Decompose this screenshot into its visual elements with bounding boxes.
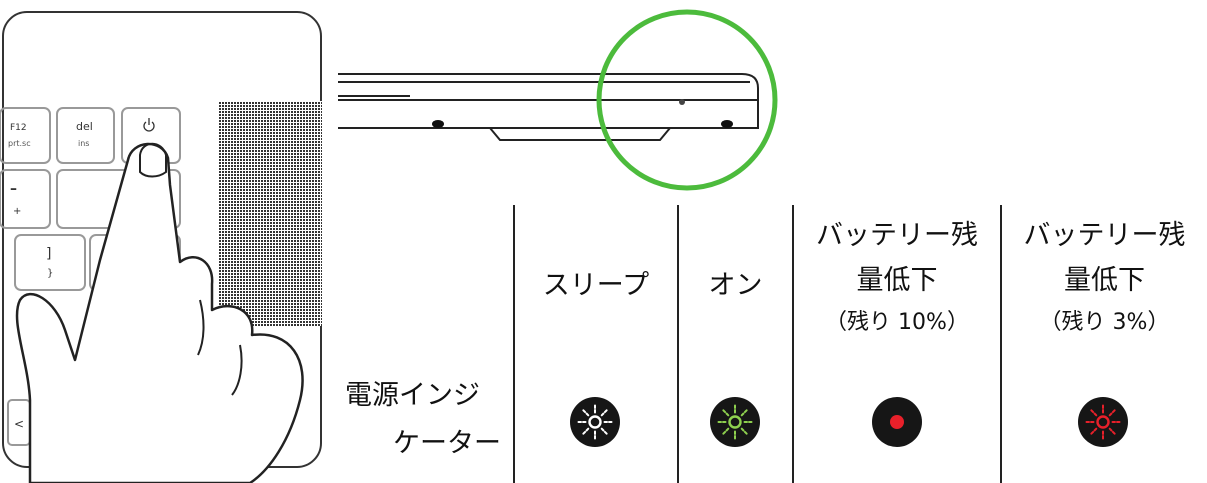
key-plus-label: +	[13, 206, 21, 217]
solid-dot-icon	[890, 415, 904, 429]
key-del-sub: ins	[78, 139, 89, 148]
key-del-label: del	[76, 120, 93, 133]
speaker-grille	[218, 101, 322, 326]
power-icon	[143, 118, 155, 132]
row-label-power-indicator: 電源インジ ケーター	[345, 372, 505, 468]
column-header-on-text: オン	[708, 270, 763, 301]
row-label-line1: 電源インジ	[345, 380, 480, 411]
key-minus	[0, 169, 51, 229]
column-header-low-3-line2: 量低下	[1064, 265, 1145, 296]
hand-pressing-power-key-illustration: F12 prt.sc del ins – + ] } <	[0, 11, 322, 483]
column-header-low-10-line3: （残り 10%）	[825, 310, 969, 335]
column-header-on: オン	[679, 263, 792, 308]
column-header-low-10-line1: バッテリー残	[816, 220, 978, 251]
indicator-low-10	[872, 397, 922, 447]
column-header-low-3: バッテリー残 量低下 （残り 3%）	[1002, 213, 1207, 343]
key-bracket-label: ]	[46, 246, 51, 262]
table-divider-2	[677, 205, 679, 483]
highlight-ring	[596, 9, 778, 191]
table-divider-3	[792, 205, 794, 483]
column-header-low-10: バッテリー残 量低下 （残り 10%）	[794, 213, 1000, 343]
key-bracket	[14, 234, 86, 291]
key-minus-label: –	[10, 181, 17, 197]
key-f12-sub: prt.sc	[8, 139, 31, 148]
power-indicator-led	[679, 99, 685, 105]
indicator-on	[710, 397, 760, 447]
key-del	[56, 107, 115, 164]
laptop-side-view-illustration	[338, 9, 778, 191]
row-label-line2: ケーター	[393, 428, 501, 459]
light-rays-icon	[717, 404, 753, 440]
light-rays-icon	[577, 404, 613, 440]
key-f12	[0, 107, 51, 164]
table-divider-1	[513, 205, 515, 483]
key-left-label: <	[14, 417, 24, 431]
light-rays-icon	[1085, 404, 1121, 440]
column-header-low-10-line2: 量低下	[856, 265, 938, 296]
column-header-sleep-text: スリープ	[542, 270, 650, 301]
laptop-foot-left	[432, 120, 444, 128]
fingernail-icon	[139, 142, 167, 178]
hand-icon	[15, 142, 304, 483]
knuckle-lines	[197, 299, 243, 396]
column-header-low-3-line1: バッテリー残	[1023, 220, 1186, 251]
column-header-sleep: スリープ	[515, 263, 677, 308]
laptop-foot-right	[721, 120, 733, 128]
key-f12-label: F12	[10, 123, 27, 133]
indicator-low-3	[1078, 397, 1128, 447]
column-header-low-3-line3: （残り 3%）	[1039, 310, 1170, 335]
key-brace-label: }	[47, 268, 53, 279]
indicator-sleep	[570, 397, 620, 447]
table-divider-4	[1000, 205, 1002, 483]
